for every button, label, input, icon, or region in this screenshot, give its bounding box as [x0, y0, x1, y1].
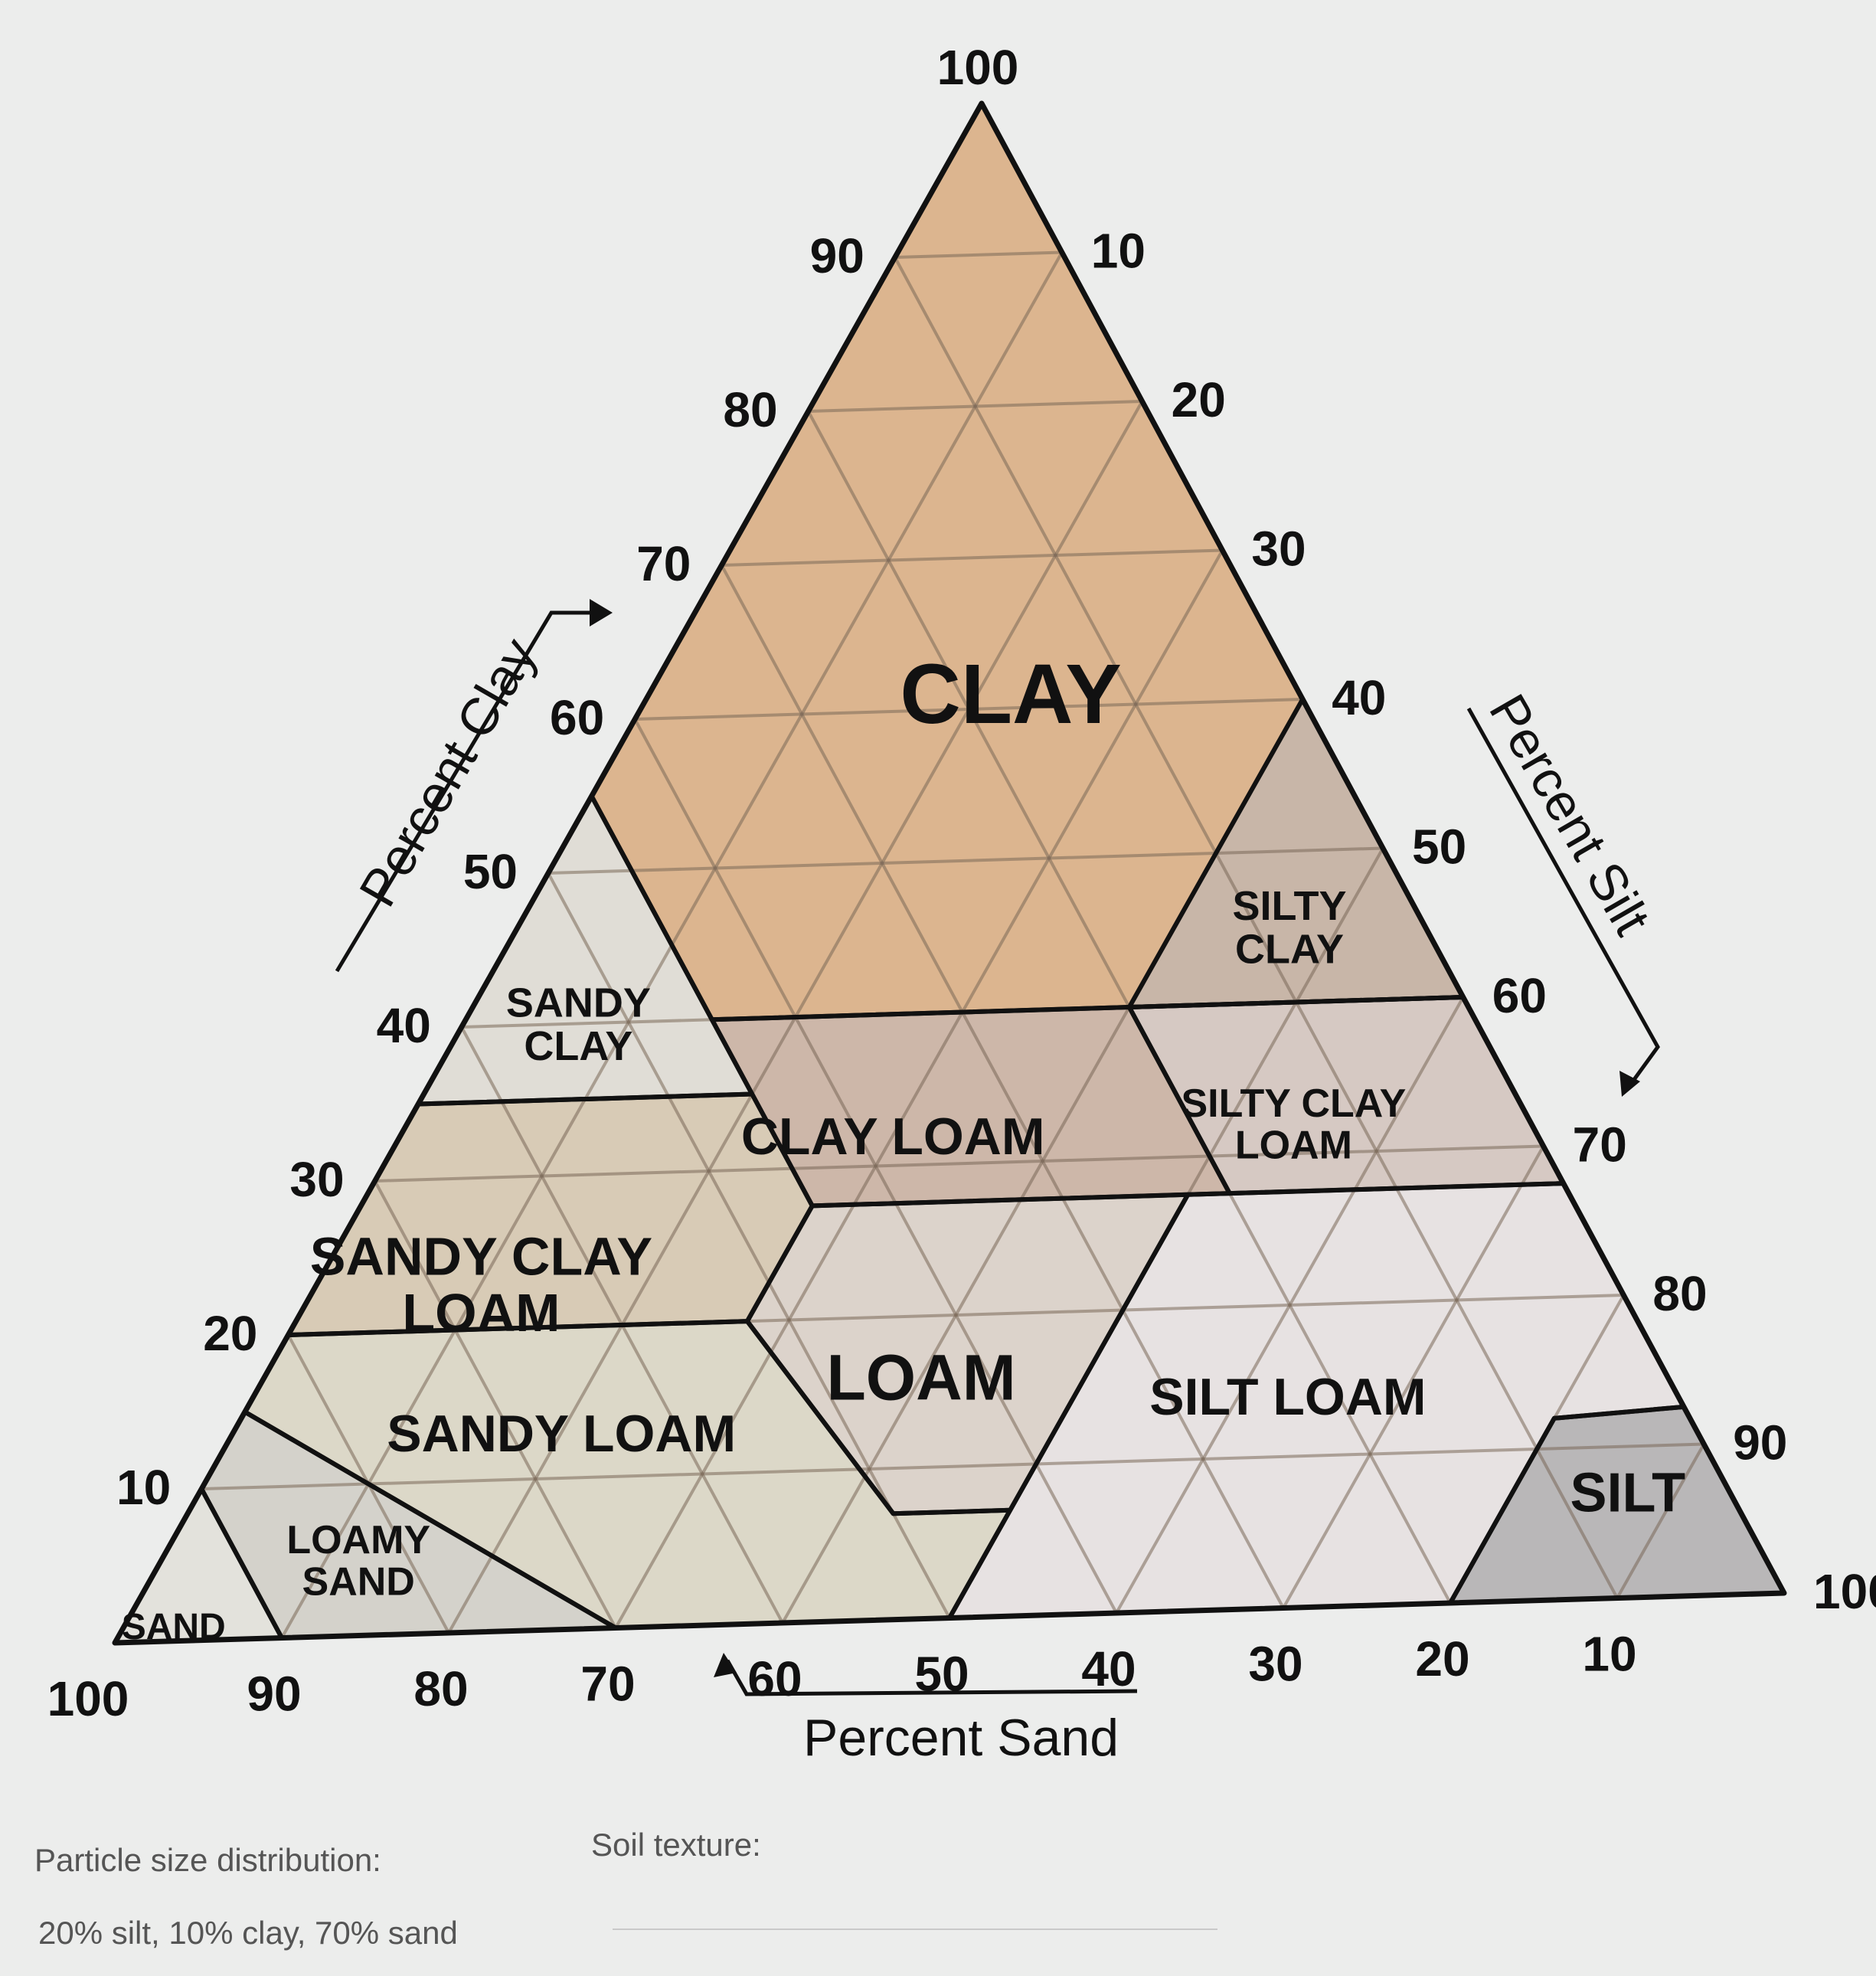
silt-tick: 70 — [1573, 1117, 1627, 1173]
region-label-line: CLAY — [900, 647, 1121, 741]
silt-tick: 40 — [1332, 670, 1386, 725]
region-label-clay: CLAY — [900, 647, 1121, 741]
region-label-line: SAND — [122, 1607, 226, 1647]
region-label-sandy-loam: SANDY LOAM — [387, 1405, 736, 1463]
region-clay — [591, 103, 1463, 1020]
region-label-sand: SAND — [122, 1607, 226, 1647]
clay-tick: 90 — [810, 228, 864, 283]
sand-axis-title: Percent Sand — [803, 1709, 1119, 1767]
sand-tick: 40 — [1081, 1641, 1136, 1696]
clay-tick: 40 — [377, 998, 431, 1053]
region-loam — [747, 1194, 1188, 1514]
silt-tick: 50 — [1412, 820, 1466, 875]
silt-tick: 10 — [1091, 224, 1146, 279]
clay-tick: 100 — [937, 40, 1019, 95]
region-label-clay-loam: CLAY LOAM — [741, 1107, 1045, 1166]
sand-tick: 10 — [1582, 1627, 1636, 1682]
clay-axis-arrow — [335, 610, 605, 973]
silt-axis-arrow — [1466, 707, 1660, 1091]
axis-ticks: 10 20 30 40 50 60 70 80 90 100 10 20 30 40 50 60 70 80 90 1… — [47, 40, 1876, 1726]
sand-tick: 20 — [1415, 1631, 1469, 1686]
region-label-line: LOAMY — [286, 1518, 430, 1562]
grid-line-sand — [894, 257, 1619, 1599]
grid-line-sand — [373, 1180, 617, 1629]
silt-tick: 30 — [1251, 522, 1306, 577]
region-label-line: CLAY — [1235, 927, 1344, 973]
clay-tick: 10 — [116, 1460, 171, 1515]
sand-tick: 90 — [247, 1667, 301, 1722]
clay-tick: 70 — [636, 536, 691, 591]
region-label-loam: LOAM — [826, 1342, 1015, 1414]
region-sandy-loam — [244, 1321, 1011, 1628]
triangle-border — [112, 100, 1787, 1646]
silt-axis-title: Percent Silt — [1478, 685, 1662, 944]
region-silty-clay — [1129, 699, 1463, 1007]
clay-tick: 30 — [289, 1152, 344, 1207]
silt-tick: 80 — [1652, 1266, 1707, 1321]
grid-line-silt — [614, 549, 1224, 1629]
sand-tick: 30 — [1248, 1637, 1302, 1692]
grid-line-clay — [201, 1442, 1704, 1490]
region-label-line: CLAY — [524, 1023, 632, 1069]
grid-line-sand — [547, 872, 951, 1619]
psd-label: Particle size distribution: — [34, 1842, 381, 1878]
region-label-line: SANDY — [506, 980, 651, 1026]
region-label-line: SANDY CLAY — [310, 1227, 652, 1287]
psd-value: 20% silt, 10% clay, 70% sand — [38, 1915, 458, 1951]
region-label-line: LOAM — [402, 1283, 560, 1343]
soil-texture-label: Soil texture: — [591, 1827, 761, 1863]
grid-line-clay — [374, 1144, 1544, 1183]
region-label-line: SILTY — [1232, 883, 1346, 929]
region-label-line: SAND — [302, 1560, 415, 1605]
region-sand — [115, 1489, 282, 1643]
grid-line-sand — [720, 564, 1285, 1609]
clay-tick: 20 — [203, 1306, 257, 1361]
region-label-line: LOAM — [1235, 1124, 1352, 1168]
region-label-line: SILT LOAM — [1149, 1368, 1426, 1426]
silt-tick: 60 — [1492, 968, 1547, 1023]
silt-tick: 20 — [1172, 372, 1226, 427]
grid-line-clay — [635, 698, 1303, 721]
region-label-silt-loam: SILT LOAM — [1149, 1368, 1426, 1426]
grid-line-clay — [547, 846, 1384, 875]
sand-tick: 60 — [747, 1651, 802, 1706]
region-label-line: SILTY CLAY — [1181, 1081, 1407, 1126]
grid-line-clay — [894, 250, 1062, 259]
grid-line-clay — [721, 548, 1223, 567]
silt-tick: 90 — [1733, 1415, 1787, 1471]
sand-tick: 70 — [580, 1657, 635, 1712]
silt-tick: 100 — [1813, 1564, 1876, 1619]
region-label-line: CLAY LOAM — [741, 1107, 1045, 1166]
grid-line-silt — [1282, 1145, 1545, 1609]
clay-tick: 80 — [723, 382, 777, 437]
sand-tick: 80 — [413, 1661, 468, 1716]
region-label-line: LOAM — [826, 1342, 1015, 1414]
region-label-silt: SILT — [1570, 1463, 1685, 1524]
silt-axis-arrowhead — [1619, 1071, 1640, 1097]
grid-line-clay — [808, 400, 1142, 413]
clay-tick: 50 — [463, 844, 518, 899]
region-sandy-clay-loam — [288, 1094, 812, 1335]
clay-axis-arrowhead — [590, 599, 613, 626]
sand-tick: 100 — [47, 1671, 129, 1726]
region-loamy-sand — [201, 1412, 616, 1638]
sand-axis-arrowhead — [714, 1653, 737, 1677]
grid-line-silt — [1616, 1443, 1705, 1599]
region-label-line: SILT — [1570, 1463, 1685, 1524]
grid-line-silt — [1115, 996, 1465, 1614]
triangle-outline — [112, 100, 1787, 1646]
clay-tick: 60 — [550, 690, 604, 745]
soil-texture-answer-input[interactable] — [613, 1929, 1217, 1930]
region-label-line: SANDY LOAM — [387, 1405, 736, 1463]
